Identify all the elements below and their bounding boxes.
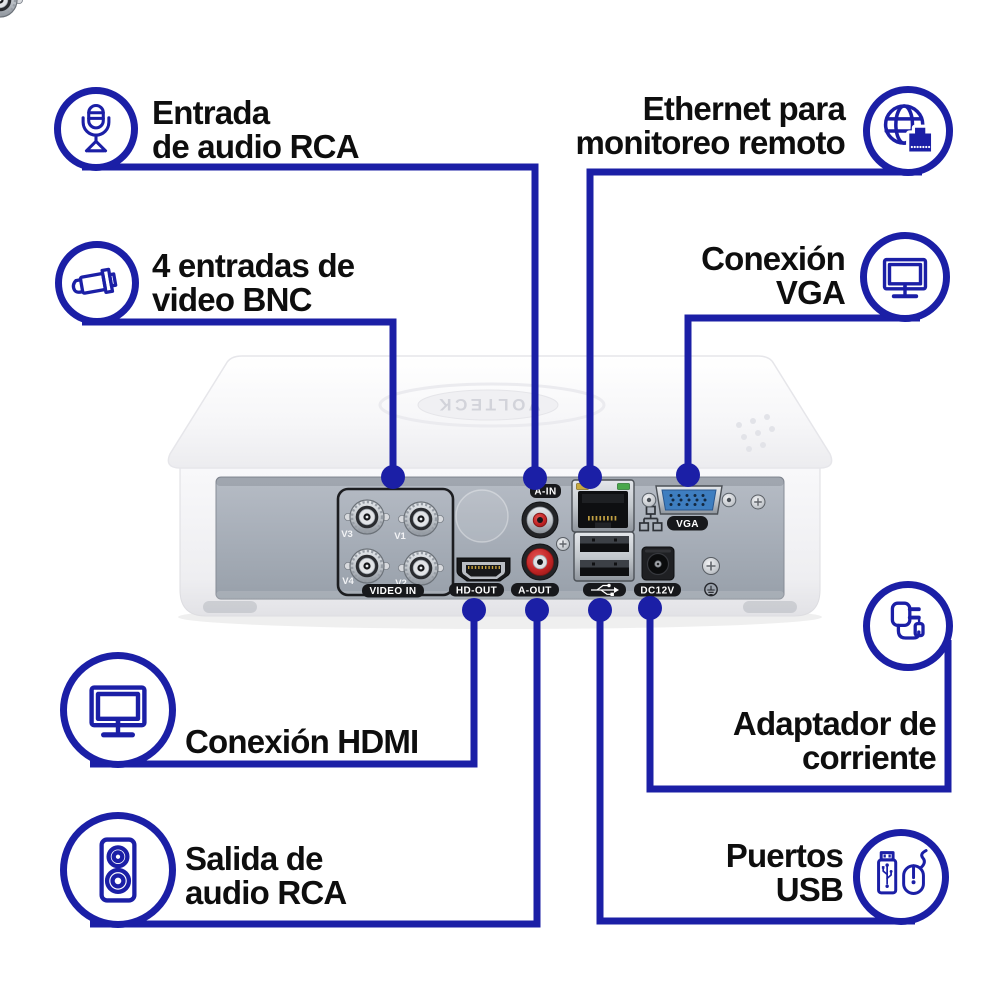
leader-line-power <box>646 608 952 793</box>
bnc-label-v2: V2 <box>395 578 407 589</box>
hdmi-port: HD-OUT <box>449 557 511 597</box>
leader-line-ethernet <box>586 168 922 477</box>
callout-circle-ethernet <box>863 86 953 176</box>
callout-circle-usb <box>853 829 949 925</box>
leader-line-audio-in <box>82 163 539 478</box>
dc-port-label: DC12V <box>640 586 674 597</box>
port-marker-usb <box>588 598 612 622</box>
callout-line: monitoreo remoto <box>575 124 845 161</box>
port-marker-audio-out <box>525 598 549 622</box>
callout-text-usb: Puertos USB <box>593 837 844 908</box>
callout-text-power: Adaptador de corriente <box>606 705 937 776</box>
port-marker-hdmi <box>462 598 486 622</box>
callout-text-vga: Conexión VGA <box>515 240 846 311</box>
callout-line: Entrada <box>152 94 270 131</box>
callout-circle-hdmi <box>60 652 176 768</box>
vga-port: VGA <box>641 485 737 531</box>
callout-circle-power <box>863 581 953 671</box>
callout-line: Puertos <box>725 837 844 874</box>
bnc-label-v4: V4 <box>342 576 354 587</box>
callout-line: video BNC <box>152 281 312 318</box>
callout-line: 4 entradas de <box>152 247 355 284</box>
chassis-screw-1 <box>556 537 570 551</box>
device-foot-right <box>743 601 797 613</box>
leader-line-usb <box>596 610 915 925</box>
callout-line: USB <box>775 871 844 908</box>
leader-line-audio-out <box>90 610 541 928</box>
port-marker-ethernet <box>578 465 602 489</box>
callout-circle-audio-out <box>60 812 176 928</box>
top-emboss-oval <box>417 389 559 421</box>
callout-text-video-bnc: 4 entradas de video BNC <box>152 247 355 318</box>
ethernet-port <box>571 479 635 533</box>
callout-line: Conexión HDMI <box>185 723 419 760</box>
usb-symbol <box>591 583 619 596</box>
bnc-label-v1: V1 <box>394 531 406 542</box>
chassis-screw-2 <box>750 494 766 510</box>
speaker-icon <box>99 837 137 903</box>
ground-screw <box>702 557 720 597</box>
audio-in-port-label: A-IN <box>534 487 556 498</box>
leader-line-video-bnc <box>82 318 397 477</box>
callout-line: Salida de <box>185 840 324 877</box>
port-marker-power <box>638 596 662 620</box>
bnc-label-v3: V3 <box>341 529 353 540</box>
callout-line: de audio RCA <box>152 128 360 165</box>
leader-line-vga <box>684 314 920 475</box>
monitor-icon <box>882 257 928 299</box>
panel-indent <box>456 490 508 542</box>
status-leds <box>736 414 775 452</box>
callout-text-hdmi: Conexión HDMI <box>185 723 419 760</box>
port-marker-video-bnc <box>381 465 405 489</box>
hdmi-port-label: HD-OUT <box>456 586 497 597</box>
power-adapter-icon <box>890 601 925 640</box>
callout-line: Adaptador de <box>732 705 937 742</box>
callout-line: Ethernet para <box>642 90 846 127</box>
callout-text-audio-in: Entrada de audio RCA <box>152 94 360 165</box>
port-marker-audio-in <box>523 466 547 490</box>
callout-text-audio-out: Salida de audio RCA <box>185 840 347 911</box>
port-marker-vga <box>676 463 700 487</box>
callout-line: VGA <box>775 274 846 311</box>
video-in-block: V3 V1 V4 V2 VIDEO IN <box>0 0 455 598</box>
monitor-icon <box>89 685 147 738</box>
callout-line: audio RCA <box>185 874 347 911</box>
rca-audio-out: A-OUT <box>511 543 559 597</box>
audio-out-port-label: A-OUT <box>518 586 552 597</box>
callout-text-ethernet: Ethernet para monitoreo remoto <box>515 92 845 160</box>
callout-circle-vga <box>860 232 950 322</box>
leader-line-hdmi <box>90 610 478 768</box>
device-foot-left <box>203 601 257 613</box>
video-in-label: VIDEO IN <box>369 586 416 597</box>
callout-circle-audio-in <box>54 87 138 171</box>
microphone-icon <box>81 103 111 153</box>
vga-port-label: VGA <box>676 519 699 530</box>
globe-network-icon <box>883 104 935 155</box>
usb-ports <box>573 531 635 597</box>
cctv-camera-icon <box>71 267 118 295</box>
dc-power-jack: DC12V <box>634 546 681 597</box>
callout-circle-video-bnc <box>55 241 139 325</box>
brand-logo: VOLTECK <box>436 395 540 414</box>
usb-and-mouse-icon <box>877 849 928 895</box>
callout-line: Conexión <box>701 240 846 277</box>
callout-line: corriente <box>801 739 937 776</box>
rear-panel: V3 V1 V4 V2 VIDEO IN HD-OUT <box>0 0 785 600</box>
top-emboss-ring <box>378 382 606 428</box>
